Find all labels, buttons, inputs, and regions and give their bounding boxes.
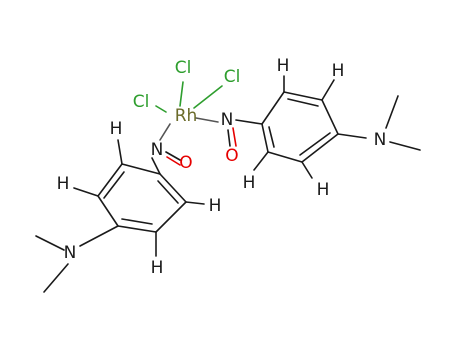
ring-right-bond-6b [268,126,275,148]
atom-h-left-1: H [110,119,123,139]
atom-h-left-4: H [151,258,164,278]
atom-rh: Rh [175,106,198,126]
bond-n-me-right-down [389,141,421,151]
atom-n-nitroso-left: N [151,140,164,160]
ring-right-bond-5 [267,151,303,163]
ring-left-bond-4b [121,218,153,225]
atom-o-left: O [179,153,192,173]
bond-rh-n-left [159,123,171,141]
bond-h-left-1 [117,139,123,165]
bond-h-right-2 [321,79,335,101]
bond-n-o-left-1 [165,151,181,161]
bond-n-ring-right [235,119,263,125]
bond-n-me-left-up [35,235,65,251]
bond-h-right-4 [253,151,269,171]
bond-n-me-left-down [43,263,69,293]
bond-n-o-right-1 [227,129,231,147]
atom-cl-left: Cl [133,92,150,112]
bond-rh-cl-left [155,105,167,113]
bond-rh-n-right [195,117,219,123]
rh-bonds [155,81,223,141]
atom-o-right: O [225,146,238,166]
bond-n-o-left-2 [166,156,181,166]
atom-h-right-1: H [277,56,290,76]
ring-right-bond-6 [261,123,269,153]
atom-n-amine-right: N [374,130,387,150]
left-aryl-group [35,139,205,293]
ring-right-bond-4 [301,133,339,163]
ring-right-bond-1 [261,91,285,125]
ring-right-bond-2 [283,91,323,101]
atom-n-nitroso-right: N [221,110,234,130]
right-aryl-group [227,75,421,179]
bond-h-left-3 [185,201,205,205]
ring-left-bond-6b [157,180,179,204]
atom-h-right-2: H [332,61,345,81]
bond-rh-cl-top [179,81,184,107]
bond-h-right-3 [301,161,313,179]
ring-left-bond-5 [155,201,187,233]
ring-left-bond-1 [121,163,161,175]
bond-ring-n-amine-right [337,133,367,139]
bond-n-o-right-2 [232,127,237,147]
ring-left-bond-2b [103,171,125,199]
bond-ring-n-amine-left [79,225,119,247]
bond-n-me-right-up [385,95,399,129]
ring-right-bond-2b [287,98,319,107]
bond-n-ring-left [151,157,161,175]
atom-h-right-3: H [317,180,330,200]
ring-right-bond-3 [321,99,339,135]
ring-left-bond-2 [97,163,123,197]
ring-right-bond-4b [299,132,331,156]
ring-left-bond-4 [117,225,157,233]
bond-rh-cl-right [193,85,223,109]
atom-h-left-3: H [209,196,222,216]
atom-cl-right: Cl [224,67,241,87]
atom-labels: Rh Cl Cl Cl N O N O N N H H H H H H H H [57,56,387,278]
bond-h-left-2 [73,187,99,197]
atom-h-left-2: H [57,174,70,194]
atom-n-amine-left: N [64,243,77,263]
atom-h-right-4: H [243,173,256,193]
ring-left-bond-6 [159,173,187,203]
atom-cl-top: Cl [175,58,192,78]
ring-left-bond-3 [97,195,119,227]
